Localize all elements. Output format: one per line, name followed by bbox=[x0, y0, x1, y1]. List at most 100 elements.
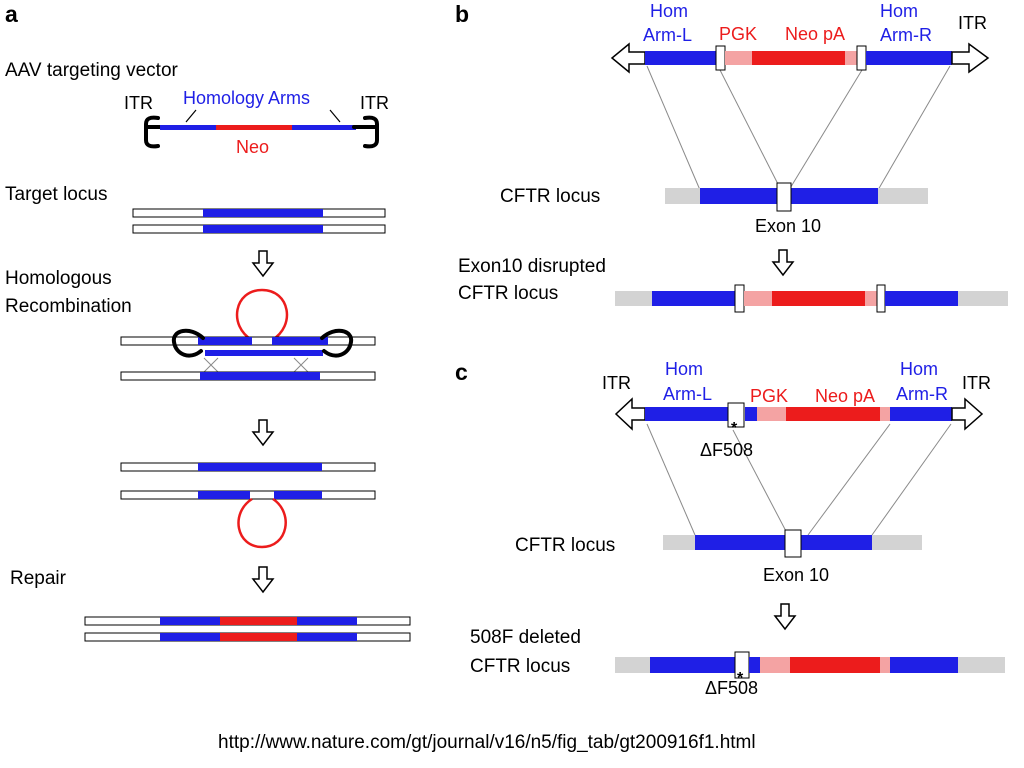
repaired-neo-bottom bbox=[220, 633, 297, 641]
alignment-line bbox=[646, 423, 696, 536]
disrupted-locus-label-2: CFTR locus bbox=[458, 283, 558, 304]
homology-arm-pointer-right bbox=[329, 109, 341, 123]
vector-boundary-box-left bbox=[715, 45, 726, 71]
disrupted-flank-right bbox=[958, 291, 1008, 306]
disrupted-locus-label-1: Exon10 disrupted bbox=[458, 256, 606, 277]
itr-hairpin-right bbox=[352, 115, 379, 149]
intermediate-homology-top bbox=[198, 463, 322, 471]
alignment-line bbox=[719, 69, 782, 191]
locus-flank-left bbox=[665, 188, 700, 204]
vector-hom-arm-left bbox=[645, 51, 717, 65]
vector-polya bbox=[845, 51, 857, 65]
neo-pa-label: Neo pA bbox=[785, 24, 845, 44]
intermediate-homology-bottom-right bbox=[274, 491, 322, 499]
itr-left-label: ITR bbox=[602, 373, 631, 393]
recomb-itr-hairpin-right bbox=[320, 328, 354, 358]
itr-right-label: ITR bbox=[958, 13, 987, 33]
itr-left-label: ITR bbox=[124, 93, 153, 113]
deleted-flank-right bbox=[958, 657, 1005, 673]
vector-boundary-box-right bbox=[856, 45, 867, 71]
disrupted-boundary-box-right bbox=[876, 284, 886, 313]
locus-flank-left bbox=[663, 535, 695, 550]
deleted-homology-right bbox=[890, 657, 958, 673]
deleted-polya bbox=[880, 657, 890, 673]
alignment-line bbox=[646, 65, 701, 191]
vector-neo-gene bbox=[752, 51, 845, 65]
disrupted-boundary-box-left bbox=[734, 284, 745, 313]
panel-c-letter: c bbox=[455, 359, 468, 385]
locus-flank-right bbox=[872, 535, 922, 550]
disrupted-homology-left bbox=[652, 291, 735, 306]
vector-hom-arm-right bbox=[890, 407, 952, 421]
mutation-star-icon: * bbox=[731, 420, 738, 437]
homology-arms-label: Homology Arms bbox=[183, 88, 310, 108]
alignment-line bbox=[732, 429, 789, 536]
itr-hairpin-left bbox=[144, 115, 164, 149]
recomb-itr-hairpin-left bbox=[171, 328, 205, 358]
disrupted-pgk bbox=[744, 291, 772, 306]
alignment-line bbox=[877, 65, 951, 191]
exon-10-box bbox=[784, 529, 802, 558]
exon-10-label: Exon 10 bbox=[755, 216, 821, 236]
recombination-step-label-1: Homologous bbox=[5, 268, 112, 289]
panel-a-letter: a bbox=[5, 1, 18, 27]
mutation-star-icon: * bbox=[737, 670, 744, 687]
recomb-vector-arm-right bbox=[272, 337, 328, 345]
deleted-flank-left bbox=[615, 657, 650, 673]
recomb-vector-strand bbox=[205, 350, 323, 356]
neo-label: Neo bbox=[236, 137, 269, 157]
vector-pgk-promoter bbox=[725, 51, 752, 65]
vector-polya bbox=[880, 407, 890, 421]
disrupted-flank-left bbox=[615, 291, 652, 306]
hom-arm-right-label-2: Arm-R bbox=[896, 384, 948, 404]
repaired-homology-top-right bbox=[297, 617, 357, 625]
exon-10-label: Exon 10 bbox=[763, 565, 829, 585]
aav-vector-title: AAV targeting vector bbox=[5, 60, 179, 81]
locus-homology-left bbox=[695, 535, 785, 550]
vector-pgk-promoter bbox=[757, 407, 786, 421]
vector-hom-arm-left bbox=[645, 407, 728, 421]
vector-neo-cassette bbox=[216, 125, 292, 130]
process-arrow-down bbox=[251, 250, 275, 278]
disrupted-homology-right bbox=[885, 291, 958, 306]
recomb-target-homology bbox=[200, 372, 320, 380]
intermediate-homology-bottom-left bbox=[198, 491, 250, 499]
hom-arm-left-label-1: Hom bbox=[665, 359, 703, 379]
locus-homology-right bbox=[801, 535, 872, 550]
pgk-label: PGK bbox=[719, 24, 757, 44]
source-url: http://www.nature.com/gt/journal/v16/n5/… bbox=[218, 732, 756, 753]
deleted-locus-label-2: CFTR locus bbox=[470, 656, 570, 677]
panel-a: a AAV targeting vector ITR Homology Arms… bbox=[5, 1, 411, 642]
panel-b-letter: b bbox=[455, 1, 469, 27]
alignment-line bbox=[788, 69, 863, 191]
repair-step-label: Repair bbox=[10, 568, 67, 589]
hom-arm-right-label-1: Hom bbox=[900, 359, 938, 379]
homology-arm-pointer-left bbox=[185, 109, 197, 123]
recombination-step-label-2: Recombination bbox=[5, 296, 132, 317]
cftr-locus-label: CFTR locus bbox=[500, 186, 600, 207]
hom-arm-left-label-1: Hom bbox=[650, 1, 688, 21]
crossover-marks bbox=[203, 357, 309, 373]
vector-hom-arm-left-tail bbox=[745, 407, 757, 421]
hom-arm-right-label-1: Hom bbox=[880, 1, 918, 21]
locus-homology-left bbox=[700, 188, 780, 204]
itr-arrow-left bbox=[610, 42, 646, 74]
process-arrow-down bbox=[771, 249, 795, 277]
process-arrow-down bbox=[251, 419, 275, 447]
target-homology-top bbox=[203, 209, 323, 217]
deleted-locus-label-1: 508F deleted bbox=[470, 627, 581, 648]
vector-neo-gene bbox=[786, 407, 880, 421]
pgk-label: PGK bbox=[750, 386, 788, 406]
alignment-line bbox=[807, 423, 891, 536]
process-arrow-down bbox=[251, 566, 275, 594]
deleted-neo bbox=[790, 657, 880, 673]
hom-arm-left-label-2: Arm-L bbox=[643, 25, 692, 45]
deleted-pgk bbox=[760, 657, 790, 673]
vector-hom-arm-right bbox=[866, 51, 952, 65]
itr-right-label: ITR bbox=[962, 373, 991, 393]
alignment-line bbox=[871, 423, 952, 536]
cftr-locus-label: CFTR locus bbox=[515, 535, 615, 556]
itr-arrow-right bbox=[951, 397, 984, 431]
hom-arm-left-label-2: Arm-L bbox=[663, 384, 712, 404]
panel-b: b Hom Arm-L PGK Neo pA Hom Arm-R ITR CFT… bbox=[455, 1, 1008, 313]
